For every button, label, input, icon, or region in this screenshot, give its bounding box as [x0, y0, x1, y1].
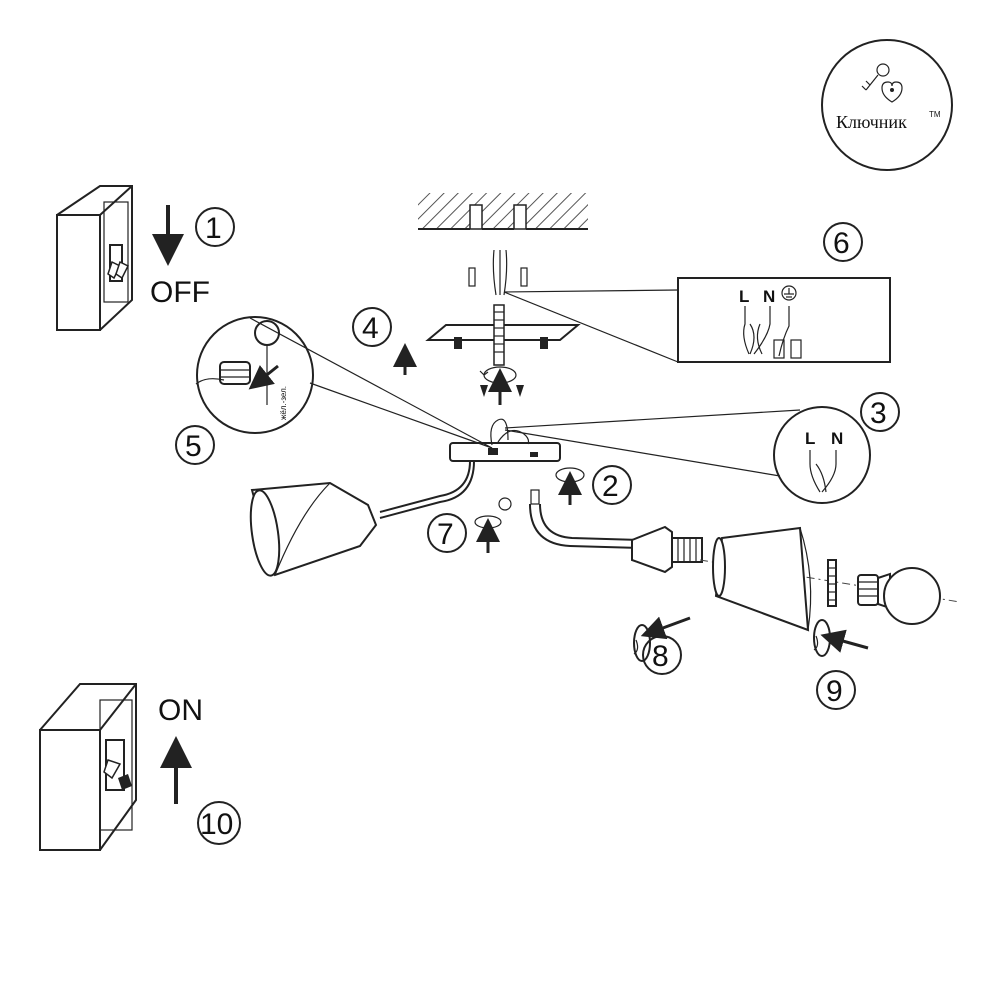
- detail-bubble-step5: жёл.-зел.: [195, 316, 493, 449]
- step-badge-10: 10: [197, 801, 241, 845]
- off-label: OFF: [150, 276, 210, 309]
- step-number-8: 8: [652, 640, 669, 673]
- detail-box-step6: L N: [503, 277, 891, 363]
- step-badge-3: 3: [860, 392, 900, 432]
- step-number-7: 7: [437, 518, 454, 551]
- ceiling-section: [418, 193, 588, 230]
- rotate-arrow-icon: [474, 515, 502, 529]
- wall-switch-on-icon: [39, 683, 137, 851]
- step-number-9: 9: [826, 675, 843, 708]
- step-badge-7: 7: [427, 513, 467, 553]
- step-badge-4: 4: [352, 307, 392, 347]
- step-badge-6: 6: [823, 222, 863, 262]
- left-arm: [379, 460, 475, 519]
- step-badge-9: 9: [816, 670, 856, 710]
- light-bulb: [857, 567, 941, 625]
- wall-plugs: [468, 267, 528, 287]
- step-number-3: 3: [870, 397, 887, 430]
- step-number-5: 5: [185, 430, 202, 463]
- lamp-holder: [631, 525, 703, 574]
- step-number-10: 10: [200, 808, 233, 841]
- step-badge-1: 1: [195, 207, 235, 247]
- ring-nut-9: [813, 619, 831, 657]
- screws: [480, 385, 524, 397]
- small-screw-cap: [498, 497, 512, 511]
- detail-bubble-step3: L N: [504, 406, 871, 504]
- step-number-6: 6: [833, 227, 850, 260]
- step-badge-2: 2: [592, 465, 632, 505]
- ceiling-wires: [492, 249, 508, 296]
- rotate-arrow-icon: [479, 366, 517, 384]
- shade-ring: [827, 559, 837, 607]
- step8-arrow: [640, 616, 691, 640]
- logo-text: Ключник: [836, 112, 907, 132]
- mounting-plate: [425, 304, 581, 366]
- brand-logo: Ключник TM: [821, 39, 953, 171]
- step3-l: L: [805, 429, 815, 448]
- step-number-1: 1: [205, 212, 222, 245]
- step-badge-5: 5: [175, 425, 215, 465]
- rotate-arrow-icon: [555, 467, 585, 483]
- step6-l: L: [739, 287, 749, 306]
- step9-arrow: [820, 629, 869, 653]
- key-logo-icon: [861, 63, 903, 103]
- step3-n: N: [831, 429, 843, 448]
- right-arm: [529, 489, 641, 549]
- wall-switch-off-icon: [56, 185, 133, 331]
- on-label: ON: [158, 694, 203, 727]
- step6-n: N: [763, 287, 775, 306]
- ground-symbol-icon: [781, 285, 797, 301]
- canopy: [449, 418, 561, 462]
- logo-trademark: TM: [929, 110, 941, 119]
- step5-wire-label: жёл.-зел.: [279, 386, 288, 420]
- left-shade: [249, 481, 378, 577]
- right-shade: [712, 526, 812, 632]
- step-badge-8: 8: [642, 635, 682, 675]
- step-number-2: 2: [602, 470, 619, 503]
- step-number-4: 4: [362, 312, 379, 345]
